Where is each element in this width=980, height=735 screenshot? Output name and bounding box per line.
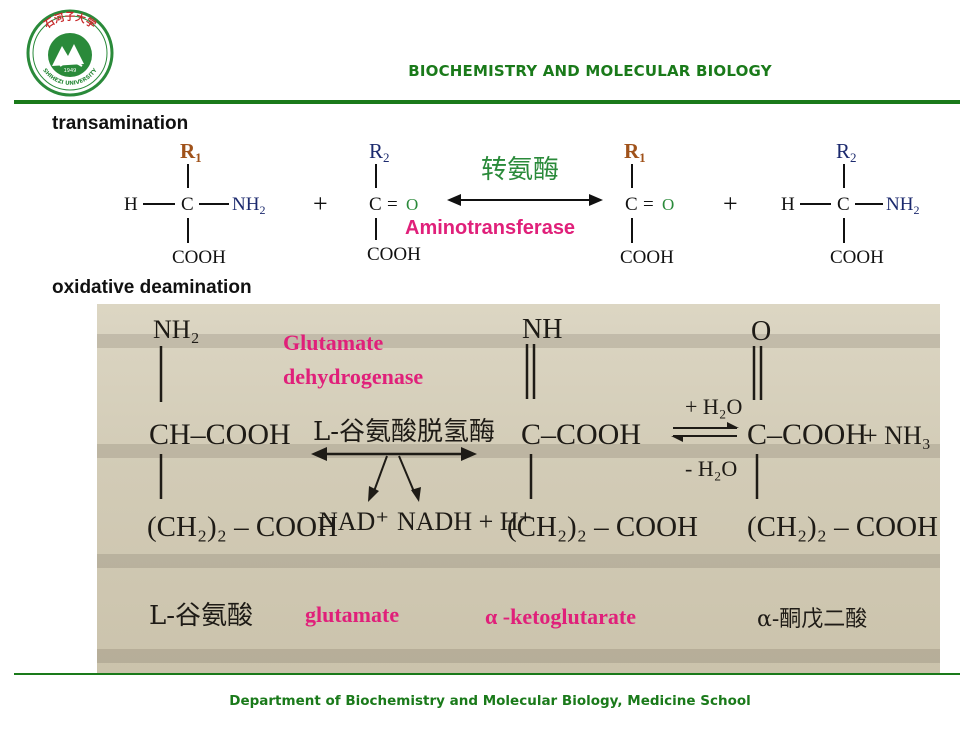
plus-2: +	[723, 189, 738, 218]
mol2-c: C	[369, 194, 382, 215]
ox-l-glu-cn: L-谷氨酸	[149, 601, 253, 631]
mol3-r-sub: 1	[639, 150, 646, 165]
mol2-r-sub: 2	[383, 150, 390, 165]
ox-akg-cn: α-酮戊二酸	[757, 607, 867, 632]
mol1-cooh: COOH	[172, 247, 226, 268]
mol2-r: R	[369, 139, 383, 163]
mol2-cooh: COOH	[367, 244, 421, 265]
ox-plus-nh3: + NH₃	[863, 421, 931, 450]
mol3-o: O	[662, 195, 674, 214]
ox-enzyme-en-line1: Glutamate	[283, 330, 383, 355]
ox-nadh: NADH + H⁺	[397, 507, 532, 536]
footer-divider	[14, 673, 960, 675]
mol1-nh-sub: 2	[259, 203, 265, 217]
ox-ch-cooh: CH–COOH	[149, 418, 291, 451]
ox-enzyme-en-line2: dehydrogenase	[283, 364, 423, 389]
mol1-r: R	[180, 139, 196, 163]
molecule-2: R2 C = O COOH	[367, 139, 421, 265]
ox-ch2-cooh-right: (CH₂)₂ – COOH	[747, 511, 938, 543]
ox-c-cooh-mid: C–COOH	[521, 418, 641, 451]
mol2-eq: =	[387, 194, 398, 215]
molecule-4: R2 H C NH2 COOH	[781, 139, 919, 268]
plus-1: +	[313, 189, 328, 218]
ox-ch2-cooh-mid: (CH₂)₂ – COOH	[507, 511, 698, 543]
mol4-cooh: COOH	[830, 247, 884, 268]
oxidative-deamination-scan: NH₂ CH–COOH (CH₂)₂ – COOH L-谷氨酸 L-谷氨酸脱氢酶…	[97, 304, 940, 674]
mol1-r-sub: 1	[195, 150, 202, 165]
section-label-oxidative-deamination: oxidative deamination	[52, 277, 252, 298]
ox-akg-label: α -ketoglutarate	[485, 604, 636, 629]
molecule-1: R1 H C NH2 COOH	[124, 139, 265, 268]
ox-glutamate-label: glutamate	[305, 602, 399, 627]
header-title: BIOCHEMISTRY AND MOLECULAR BIOLOGY	[408, 62, 772, 80]
mol3-eq: =	[643, 194, 654, 215]
section-label-transamination: transamination	[52, 113, 189, 134]
mol4-nh: NH	[886, 194, 914, 215]
transamination-equation: R1 H C NH2 COOH + R2 C = O COOH 转氨酶 Amin…	[95, 130, 955, 275]
mol1-h: H	[124, 194, 138, 215]
mol1-c: C	[181, 194, 194, 215]
ox-nad: NAD⁺	[319, 507, 389, 536]
svg-text:R2: R2	[369, 139, 390, 165]
header-divider	[14, 100, 960, 104]
footer-text: Department of Biochemistry and Molecular…	[229, 693, 751, 709]
svg-text:NH2: NH2	[886, 194, 919, 217]
university-logo: 石河子大学 SHIHEZI UNIVERSITY 1949	[22, 8, 118, 98]
svg-text:NH2: NH2	[232, 194, 265, 217]
ox-plus-h2o: + H₂O	[685, 394, 742, 419]
svg-text:R2: R2	[836, 139, 857, 165]
mol4-h: H	[781, 194, 795, 215]
enzyme-cn-label: 转氨酶	[481, 155, 559, 185]
mol3-r: R	[624, 139, 640, 163]
mol3-cooh: COOH	[620, 247, 674, 268]
ox-enzyme-cn: L-谷氨酸脱氢酶	[313, 417, 495, 447]
ox-c-cooh-right: C–COOH	[747, 418, 867, 451]
mol4-r-sub: 2	[850, 150, 857, 165]
ox-minus-h2o: - H₂O	[685, 456, 737, 481]
enzyme-en-label: Aminotransferase	[405, 217, 575, 239]
ox-nh2: NH₂	[153, 315, 200, 344]
mol4-r: R	[836, 139, 850, 163]
mol4-c: C	[837, 194, 850, 215]
ox-nh: NH	[522, 314, 562, 345]
mol2-o: O	[406, 195, 418, 214]
ox-o: O	[751, 316, 771, 347]
mol4-nh-sub: 2	[913, 203, 919, 217]
logo-year: 1949	[64, 68, 77, 74]
ox-ch2-cooh-left: (CH₂)₂ – COOH	[147, 511, 338, 543]
svg-text:R1: R1	[624, 139, 646, 165]
molecule-3: R1 C = O COOH	[620, 139, 674, 268]
mol1-nh: NH	[232, 194, 260, 215]
svg-text:R1: R1	[180, 139, 202, 165]
mol3-c: C	[625, 194, 638, 215]
